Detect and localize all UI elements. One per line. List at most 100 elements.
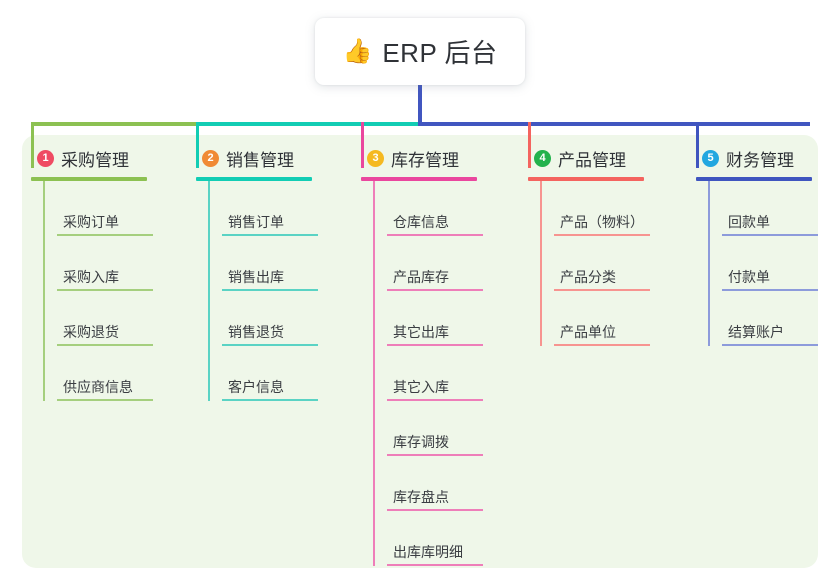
branch-item-label: 采购订单 [63,214,119,230]
branch-item-rule [387,564,483,566]
branch-item-label: 付款单 [728,269,770,285]
branch-spine [208,181,210,401]
root-node-content: 👍 ERP 后台 [342,33,497,70]
branch-item[interactable]: 产品分类 [542,236,650,291]
branch-item-list: 回款单付款单结算账户 [696,181,818,346]
branch-header-rule [31,177,147,181]
branch-item-rule [222,344,318,346]
branch-title: 财务管理 [726,150,794,170]
branch-item-label: 库存盘点 [393,489,449,505]
branch-spine [43,181,45,401]
branch-item[interactable]: 结算账户 [710,291,818,346]
branch-item-label: 客户信息 [228,379,284,395]
branch-item[interactable]: 回款单 [710,181,818,236]
branch-item[interactable]: 产品单位 [542,291,650,346]
connector-drop-3 [361,122,364,168]
branch-item[interactable]: 出库库明细 [375,511,483,566]
root-node-title: ERP 后台 [382,38,498,68]
branch-item-rule [387,234,483,236]
branch-header-5[interactable]: 5 财务管理 [696,145,812,171]
branch-item[interactable]: 其它出库 [375,291,483,346]
branch-item-list: 产品（物料） 产品分类产品单位 [528,181,650,346]
branch-item[interactable]: 仓库信息 [375,181,483,236]
connector-drop-2 [196,122,199,168]
branch-item-label: 其它出库 [393,324,449,340]
branch-item[interactable]: 付款单 [710,236,818,291]
branch-item-label: 出库库明细 [393,544,463,560]
branch-item-label: 产品单位 [560,324,616,340]
connector-stem [418,85,422,126]
branch-item[interactable]: 采购入库 [45,236,153,291]
thumbs-up-icon: 👍 [342,37,373,65]
branch-item[interactable]: 其它入库 [375,346,483,401]
branch-item[interactable]: 库存盘点 [375,456,483,511]
branch-item-rule [222,234,318,236]
branch-spine [373,181,375,566]
branch-header-1[interactable]: 1 采购管理 [31,145,147,171]
branch-number-badge: 3 [367,149,384,167]
branch-item-rule [722,289,818,291]
branch-item-label: 产品（物料） [560,214,644,230]
root-node-card[interactable]: 👍 ERP 后台 [315,18,525,85]
branch-item-rule [722,234,818,236]
connector-bar-segment-1 [33,122,198,126]
branch-item-label: 其它入库 [393,379,449,395]
branch-item-list: 采购订单采购入库采购退货供应商信息 [31,181,153,401]
branch-item-label: 销售退货 [228,324,284,340]
branch-item-label: 销售订单 [228,214,284,230]
branch-item-list: 销售订单销售出库销售退货客户信息 [196,181,318,401]
branch-item-rule [554,234,650,236]
branch-item-rule [387,344,483,346]
branch-header-rule [196,177,312,181]
branch-item-label: 库存调拨 [393,434,449,450]
branch-item-rule [222,399,318,401]
branch-item-rule [57,344,153,346]
branch-item[interactable]: 供应商信息 [45,346,153,401]
branch-item-label: 结算账户 [728,324,784,340]
branch-item-rule [387,509,483,511]
branch-number-badge: 1 [37,149,54,167]
branch-header-rule [696,177,812,181]
branch-item-rule [387,454,483,456]
branch-header-rule [361,177,477,181]
connector-bar-segment-3 [418,122,810,126]
branch-item-rule [722,344,818,346]
branch-item-label: 采购退货 [63,324,119,340]
branch-item-rule [57,399,153,401]
branch-item[interactable]: 销售出库 [210,236,318,291]
branch-number-badge: 5 [702,149,719,167]
branch-item-label: 产品分类 [560,269,616,285]
branch-item[interactable]: 采购订单 [45,181,153,236]
branch-spine [708,181,710,346]
connector-drop-4 [528,122,531,168]
branch-item-label: 仓库信息 [393,214,449,230]
branch-item[interactable]: 产品库存 [375,236,483,291]
branch-item-label: 销售出库 [228,269,284,285]
branch-header-3[interactable]: 3 库存管理 [361,145,477,171]
branch-item[interactable]: 产品（物料） [542,181,650,236]
branch-number-badge: 2 [202,149,219,167]
branch-header-rule [528,177,644,181]
branch-item[interactable]: 库存调拨 [375,401,483,456]
branch-title: 采购管理 [61,150,129,170]
branch-item-rule [387,399,483,401]
branch-column-3[interactable]: 3 库存管理仓库信息产品库存其它出库其它入库库存调拨库存盘点出库库明细 [361,145,483,566]
connector-bar-segment-2 [198,122,422,126]
branch-title: 产品管理 [558,150,626,170]
branch-item[interactable]: 客户信息 [210,346,318,401]
branch-column-5[interactable]: 5 财务管理回款单付款单结算账户 [696,145,818,346]
connector-drop-1 [31,122,34,168]
branch-item[interactable]: 采购退货 [45,291,153,346]
branch-item[interactable]: 销售订单 [210,181,318,236]
branch-item-label: 回款单 [728,214,770,230]
branch-item-label: 供应商信息 [63,379,133,395]
branch-column-1[interactable]: 1 采购管理采购订单采购入库采购退货供应商信息 [31,145,153,401]
branch-title: 库存管理 [391,150,459,170]
branch-item[interactable]: 销售退货 [210,291,318,346]
branch-item-rule [554,289,650,291]
